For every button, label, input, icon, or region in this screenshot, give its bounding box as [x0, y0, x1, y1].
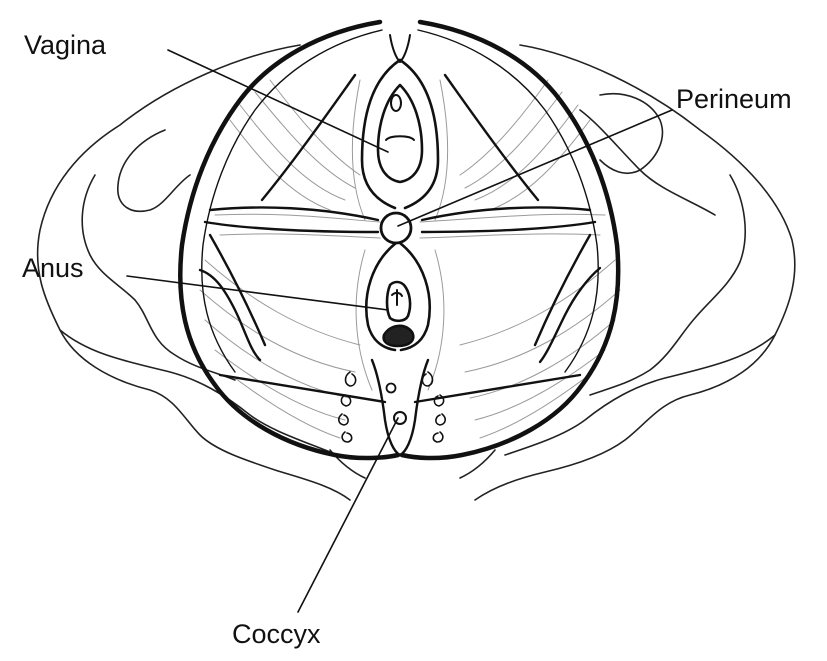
- label-perineum: Perineum: [676, 86, 792, 113]
- perineal-body: [381, 213, 411, 243]
- leader-line-anus: [127, 276, 388, 310]
- vaginal-opening: [362, 35, 438, 208]
- anal-opening: [366, 243, 429, 350]
- label-coccyx: Coccyx: [232, 621, 321, 648]
- leader-line-perineum: [398, 110, 672, 226]
- label-vagina: Vagina: [24, 32, 106, 59]
- coccyx-shape: [339, 360, 445, 455]
- muscle-fibers: [200, 80, 620, 438]
- label-anus: Anus: [22, 255, 84, 282]
- leader-line-coccyx: [298, 418, 398, 612]
